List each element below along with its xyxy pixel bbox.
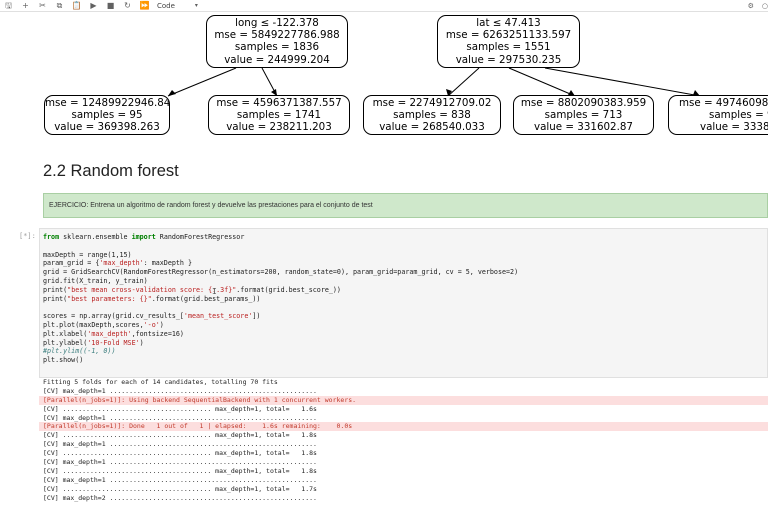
code-cell-editor[interactable]	[39, 228, 768, 378]
cell-type-label: Code	[157, 1, 175, 10]
output-line: [CV] max_depth=1 .......................…	[43, 386, 317, 395]
node-line: value = 331602.87	[534, 121, 633, 134]
node-line: mse = 4596371387.557	[216, 97, 342, 109]
code-line: plt.ylabel('10-Fold MSE')	[43, 338, 144, 347]
output-line: [CV] ...................................…	[43, 431, 317, 440]
cut-icon[interactable]: ✂	[39, 0, 46, 10]
output-line: [CV] ...................................…	[43, 484, 317, 493]
code-line: print("best mean cross-validation score:…	[43, 285, 341, 294]
node-line: mse = 2274912709.02	[372, 97, 492, 109]
decision-tree-output: long ≤ -122.378 mse = 5849227786.988 sam…	[0, 12, 768, 142]
edge-arrow	[271, 89, 277, 96]
tree-leaf: mse = 2274912709.02 samples = 838 value …	[363, 95, 501, 135]
copy-icon[interactable]: ⧉	[56, 0, 63, 10]
tree-edge	[447, 67, 480, 97]
tree-leaf: mse = 4596371387.557 samples = 1741 valu…	[208, 95, 350, 135]
notebook-toolbar: 🖫 + ✂ ⧉ 📋 ▶ ■ ↻ ⏩ Code ▾ ⚙ ○	[0, 0, 768, 12]
output-line: [CV] ...................................…	[43, 404, 317, 413]
output-line: [CV] max_depth=1 .......................…	[43, 475, 317, 484]
paste-icon[interactable]: 📋	[71, 0, 82, 10]
node-line: samples = 1551	[466, 41, 551, 54]
exercise-text: EJERCICIO: Entrena un algoritmo de rando…	[49, 202, 373, 209]
node-line: value = 268540.033	[379, 121, 485, 134]
node-line: mse = 6263251133.597	[445, 29, 572, 42]
node-line: value = 369398.263	[54, 121, 160, 134]
node-line: mse = 5849227786.988	[214, 29, 340, 42]
code-text: from sklearn.ensemble import RandomFores…	[43, 233, 763, 365]
edge-arrow	[168, 90, 176, 96]
tree-leaf: mse = 12489922946.847 samples = 95 value…	[44, 95, 170, 135]
node-line: samples = 713	[544, 109, 623, 122]
text-cursor-icon: I	[212, 287, 217, 296]
output-stderr-line: [Parallel(n_jobs=1)]: Using backend Sequ…	[39, 395, 768, 405]
code-line: param_grid = {'max_depth': maxDepth }	[43, 259, 192, 268]
cell-type-select[interactable]: Code ▾	[157, 0, 203, 12]
gear-icon[interactable]: ⚙	[747, 2, 754, 10]
node-line: samples = 95	[71, 109, 143, 122]
tree-edge	[167, 67, 237, 97]
node-line: mse = 4974609841.	[679, 97, 768, 109]
code-line	[43, 303, 763, 312]
tree-edge	[544, 67, 701, 97]
section-heading: 2.2 Random forest	[43, 162, 179, 180]
node-line: value = 238211.203	[226, 121, 332, 134]
output-stderr-line: [Parallel(n_jobs=1)]: Done 1 out of 1 | …	[39, 422, 768, 432]
node-line: value = 244999.204	[224, 53, 330, 66]
node-line: samples = 1836	[234, 41, 320, 54]
tree-edges	[167, 67, 701, 97]
code-line: plt.show()	[43, 356, 84, 365]
node-line: lat ≤ 47.413	[476, 17, 541, 29]
node-line: value = 333851.8	[700, 121, 768, 134]
output-line: [CV] max_depth=1 .......................…	[43, 458, 317, 467]
exercise-markdown-cell[interactable]: EJERCICIO: Entrena un algoritmo de rando…	[43, 193, 768, 218]
node-line: value = 297530.235	[455, 53, 562, 66]
node-line: samples = 926	[709, 109, 768, 122]
output-line: [CV] max_depth=2 .......................…	[43, 493, 317, 502]
node-line: samples = 838	[393, 109, 471, 122]
output-line: Fitting 5 folds for each of 14 candidate…	[43, 378, 278, 386]
output-line: [CV] ...................................…	[43, 466, 317, 475]
cell-prompt: [*]:	[19, 232, 36, 240]
code-line	[43, 242, 763, 251]
code-line: maxDepth = range(1,15)	[43, 250, 132, 259]
node-line: mse = 8802090383.959	[520, 97, 647, 109]
node-line: samples = 1741	[236, 109, 322, 122]
output-line: [CV] max_depth=1 .......................…	[43, 413, 317, 422]
code-line: plt.plot(maxDepth,scores,'-o')	[43, 320, 164, 329]
edge-arrow	[568, 90, 575, 96]
tree-node-split: lat ≤ 47.413 mse = 6263251133.597 sample…	[437, 15, 580, 68]
edge-arrow	[446, 89, 452, 96]
toolbar-right: ⚙ ○	[740, 0, 768, 12]
tree-node-split: long ≤ -122.378 mse = 5849227786.988 sam…	[206, 15, 348, 68]
edge-arrow	[693, 90, 700, 96]
kernel-status-icon: ○	[761, 2, 768, 10]
chevron-down-icon: ▾	[194, 2, 198, 9]
restart-icon[interactable]: ↻	[124, 0, 131, 10]
code-line: grid = GridSearchCV(RandomForestRegresso…	[43, 268, 519, 277]
save-icon[interactable]: 🖫	[5, 0, 12, 10]
tree-edge	[508, 67, 576, 97]
tree-leaf: mse = 8802090383.959 samples = 713 value…	[513, 95, 654, 135]
code-line: #plt.ylim((-1, 0))	[43, 347, 116, 356]
run-icon[interactable]: ▶	[90, 0, 97, 10]
code-line: plt.xlabel('max_depth',fontsize=16)	[43, 329, 184, 338]
code-line: from sklearn.ensemble import RandomFores…	[43, 233, 245, 241]
code-line: print("best parameters: {}".format(grid.…	[43, 294, 261, 303]
output-line: [CV] ...................................…	[43, 449, 317, 458]
code-line: grid.fit(X_train, y_train)	[43, 276, 148, 285]
tree-leaf: mse = 4974609841. samples = 926 value = …	[668, 95, 768, 135]
cell-output: Fitting 5 folds for each of 14 candidate…	[39, 378, 768, 513]
node-line: mse = 12489922946.847	[45, 97, 170, 109]
code-line: scores = np.array(grid.cv_results_['mean…	[43, 312, 261, 321]
stop-icon[interactable]: ■	[106, 0, 115, 10]
node-line: long ≤ -122.378	[235, 17, 319, 29]
output-line: [CV] max_depth=1 .......................…	[43, 440, 317, 449]
add-cell-icon[interactable]: +	[22, 0, 29, 10]
fast-forward-icon[interactable]: ⏩	[139, 0, 150, 10]
